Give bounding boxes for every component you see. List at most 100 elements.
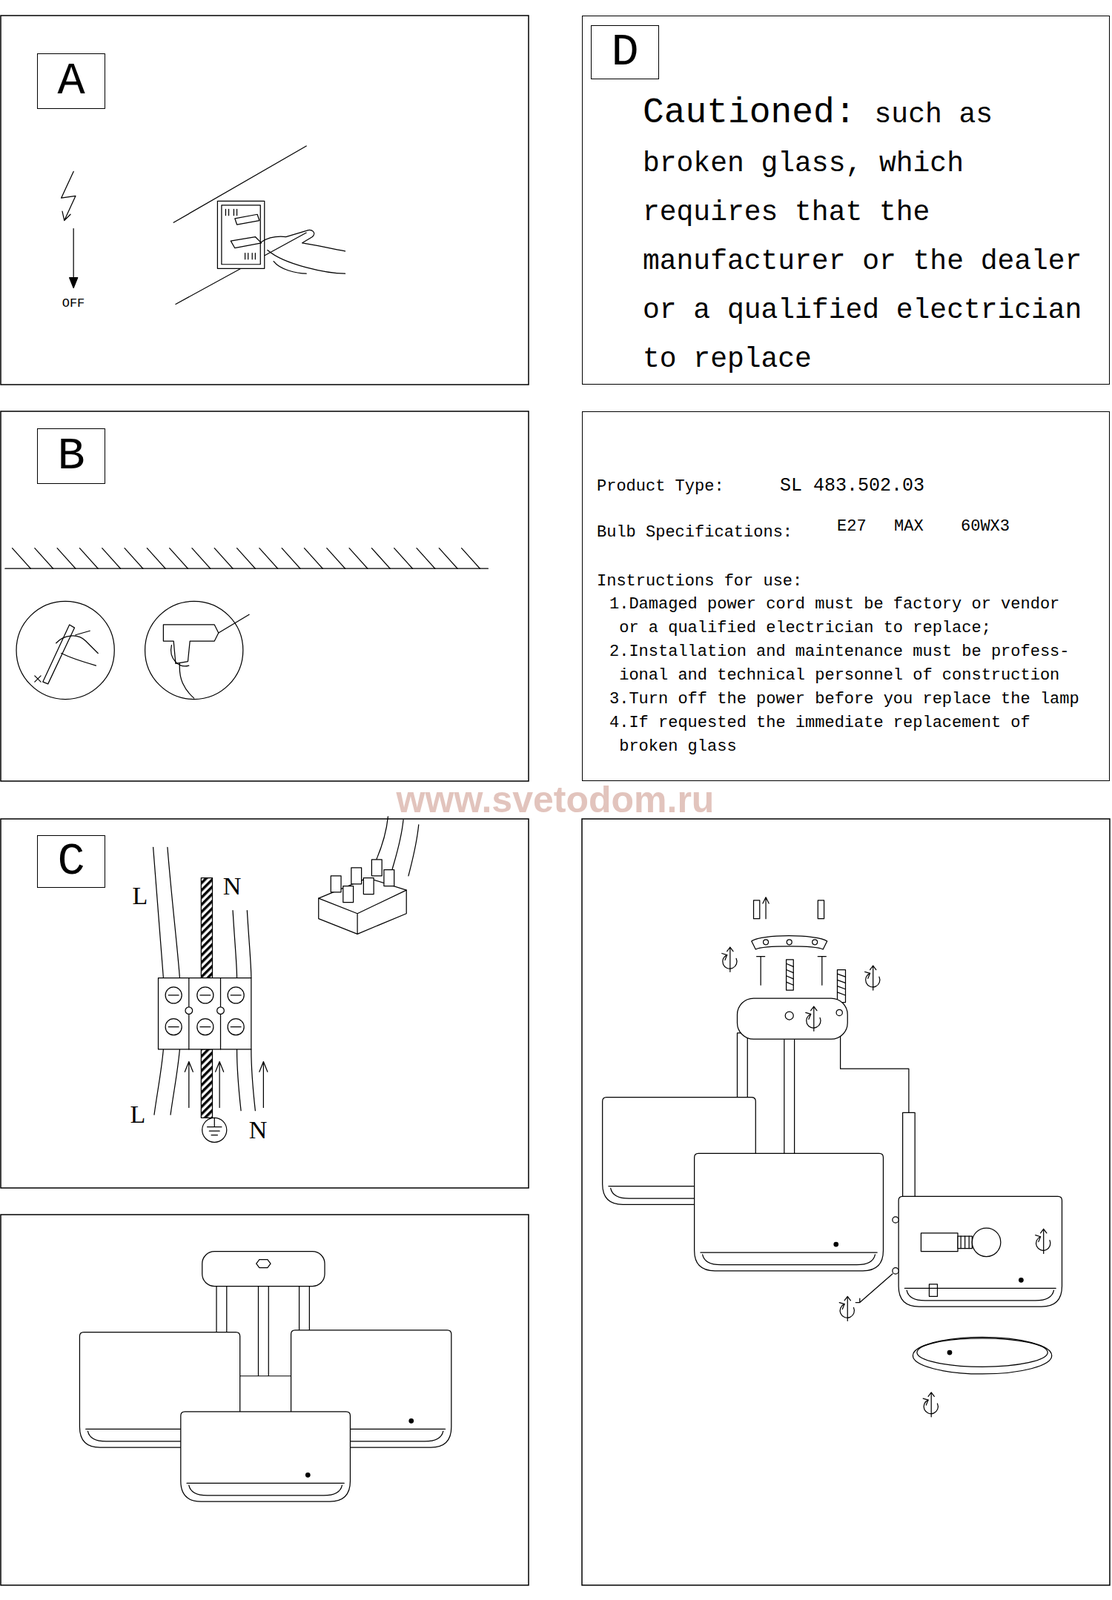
ceiling-hatch xyxy=(5,548,489,570)
ceiling-hatch xyxy=(394,548,413,570)
spec-text: Product Type: xyxy=(596,476,725,498)
wall-switch-illustration xyxy=(235,214,260,225)
ceiling-hatch xyxy=(12,548,481,570)
instruction-item: 3.Turn off the power before you replace … xyxy=(609,687,1092,712)
watermark: www.svetodom.ru xyxy=(396,781,715,819)
exploded-view xyxy=(812,940,818,946)
step-letter-box: B xyxy=(37,428,106,485)
wiring-diagram xyxy=(200,1049,213,1118)
terminal-block-sketch xyxy=(384,870,395,887)
step-letter: C xyxy=(57,839,85,886)
wire-name: N xyxy=(249,1117,268,1144)
assembled-lamp xyxy=(79,1330,451,1502)
exploded-view xyxy=(902,1112,916,1199)
wiring-diagram xyxy=(251,1049,256,1112)
wiring-diagram xyxy=(189,978,221,1050)
terminal-block-sketch xyxy=(318,816,419,935)
wiring-diagram xyxy=(185,1007,193,1015)
wall-switch-illustration xyxy=(225,209,256,259)
marking-step xyxy=(56,630,98,666)
wiring-diagram xyxy=(237,1049,242,1112)
exploded-view xyxy=(836,1009,843,1016)
wiring-diagram xyxy=(168,995,241,1028)
wall-switch-illustration xyxy=(230,237,261,249)
marking-step xyxy=(42,624,75,685)
drilling-step xyxy=(145,601,244,700)
wall-switch-illustration xyxy=(261,230,346,275)
exploded-view xyxy=(840,1016,909,1114)
ceiling-hatch xyxy=(169,548,189,570)
wiring-diagram xyxy=(207,1117,222,1135)
step-letter: D xyxy=(610,29,639,76)
wiring-diagram xyxy=(217,1007,225,1015)
wiring-diagram xyxy=(154,1049,164,1115)
ceiling-hatch xyxy=(102,548,121,570)
panel-frames xyxy=(0,1215,529,1586)
switch-state: OFF xyxy=(62,297,86,310)
exploded-view xyxy=(786,960,794,991)
exploded-view xyxy=(904,1288,1056,1302)
panel-frames xyxy=(0,411,529,782)
exploded-view xyxy=(971,1228,1001,1258)
wiring-diagram xyxy=(215,1062,224,1109)
assembled-lamp xyxy=(180,1412,351,1502)
step-letter-box: A xyxy=(37,53,106,109)
exploded-view xyxy=(892,1268,899,1275)
assembled-lamp xyxy=(299,1286,310,1333)
ceiling-hatch xyxy=(214,548,233,570)
exploded-view xyxy=(865,965,880,991)
panel-frames xyxy=(0,819,529,1189)
wiring-diagram xyxy=(202,1117,227,1143)
exploded-view xyxy=(834,1242,839,1247)
exploded-view xyxy=(751,936,828,950)
caution-text-block: Cautioned:such as broken glass, which re… xyxy=(642,91,1088,387)
ceiling-hatch xyxy=(416,548,436,570)
exploded-view xyxy=(736,1033,748,1101)
instruction-list: 1.Damaged power cord must be factory or … xyxy=(609,593,1092,760)
wiring-diagram xyxy=(246,911,252,979)
marking-step xyxy=(16,601,115,700)
spec-text: 60WX3 xyxy=(960,516,1010,538)
ceiling-hatch xyxy=(349,548,368,570)
caution-text: such as broken glass, which requires tha… xyxy=(642,98,1082,376)
step-letter-box: D xyxy=(590,25,660,80)
panel-frames xyxy=(0,15,1110,1586)
step-letter: A xyxy=(57,58,85,105)
spec-text: Bulb Specifications: xyxy=(596,522,793,544)
assembled-lamp xyxy=(186,1483,344,1497)
ceiling-hatch xyxy=(259,548,278,570)
exploded-view xyxy=(917,1338,1048,1368)
spec-text: Instructions for use: xyxy=(596,571,803,593)
terminal-block-sketch xyxy=(371,859,382,877)
wiring-diagram xyxy=(259,1062,268,1109)
ceiling-hatch xyxy=(79,548,98,570)
terminal-block-sketch xyxy=(363,878,374,895)
spec-text: MAX xyxy=(894,516,924,538)
exploded-view xyxy=(602,897,1063,1418)
exploded-view xyxy=(960,1236,969,1250)
drilling-step xyxy=(179,663,194,699)
exploded-view xyxy=(817,900,824,920)
exploded-view xyxy=(756,957,827,986)
exploded-view xyxy=(786,940,792,946)
exploded-view xyxy=(736,998,848,1040)
wiring-diagram xyxy=(184,1062,193,1109)
ceiling-hatch xyxy=(146,548,166,570)
ceiling-hatch xyxy=(281,548,301,570)
assembled-lamp xyxy=(409,1419,414,1425)
assembled-lamp xyxy=(232,1376,296,1416)
panel-frames xyxy=(581,819,1110,1586)
exploded-view xyxy=(947,1350,952,1356)
ceiling-hatch xyxy=(124,548,144,570)
exploded-view xyxy=(602,1097,884,1272)
assembled-lamp xyxy=(79,1252,451,1502)
ceiling-hatch xyxy=(34,548,54,570)
drilling-step xyxy=(163,624,218,664)
terminal-block-sketch xyxy=(330,876,342,893)
wiring-diagram xyxy=(170,1049,180,1115)
exploded-view xyxy=(753,900,760,920)
instruction-item: 1.Damaged power cord must be factory or … xyxy=(609,593,1072,641)
exploded-view xyxy=(786,963,794,986)
exploded-view xyxy=(805,1006,821,1032)
